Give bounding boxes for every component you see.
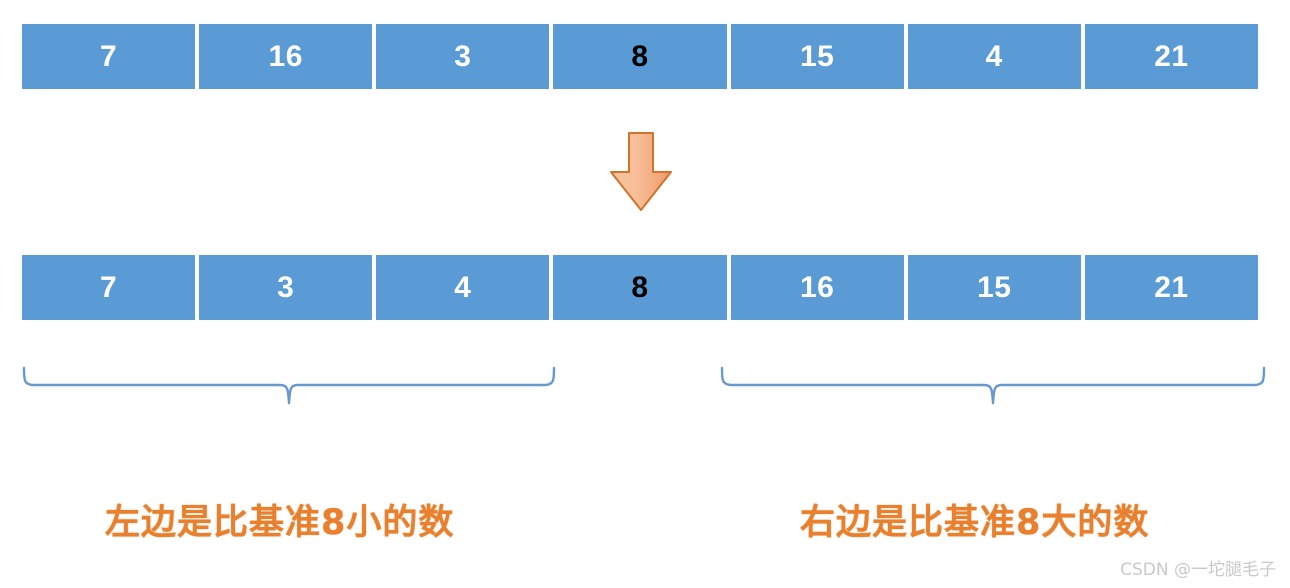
array-cell: 21 bbox=[1084, 24, 1258, 89]
array-before-partition: 7 16 3 8 15 4 21 bbox=[22, 24, 1258, 89]
array-cell-pivot: 8 bbox=[553, 24, 731, 89]
array-cell-pivot: 8 bbox=[553, 255, 731, 320]
curly-brace-icon-left bbox=[18, 362, 560, 410]
array-cell: 4 bbox=[907, 24, 1085, 89]
array-cell: 16 bbox=[730, 255, 908, 320]
array-after-partition: 7 3 4 8 16 15 21 bbox=[22, 255, 1258, 320]
array-cell: 15 bbox=[907, 255, 1085, 320]
arrow-down-icon bbox=[606, 130, 676, 214]
caption-left-partition: 左边是比基准8小的数 bbox=[105, 503, 455, 543]
array-cell: 7 bbox=[22, 24, 200, 89]
array-cell: 21 bbox=[1084, 255, 1258, 320]
watermark: CSDN @一坨腿毛子 bbox=[1120, 560, 1276, 580]
caption-right-partition: 右边是比基准8大的数 bbox=[800, 503, 1150, 543]
array-cell: 4 bbox=[376, 255, 554, 320]
array-cell: 15 bbox=[730, 24, 908, 89]
curly-brace-icon-right bbox=[716, 362, 1270, 410]
array-cell: 3 bbox=[199, 255, 377, 320]
array-cell: 7 bbox=[22, 255, 200, 320]
array-cell: 3 bbox=[376, 24, 554, 89]
array-cell: 16 bbox=[199, 24, 377, 89]
